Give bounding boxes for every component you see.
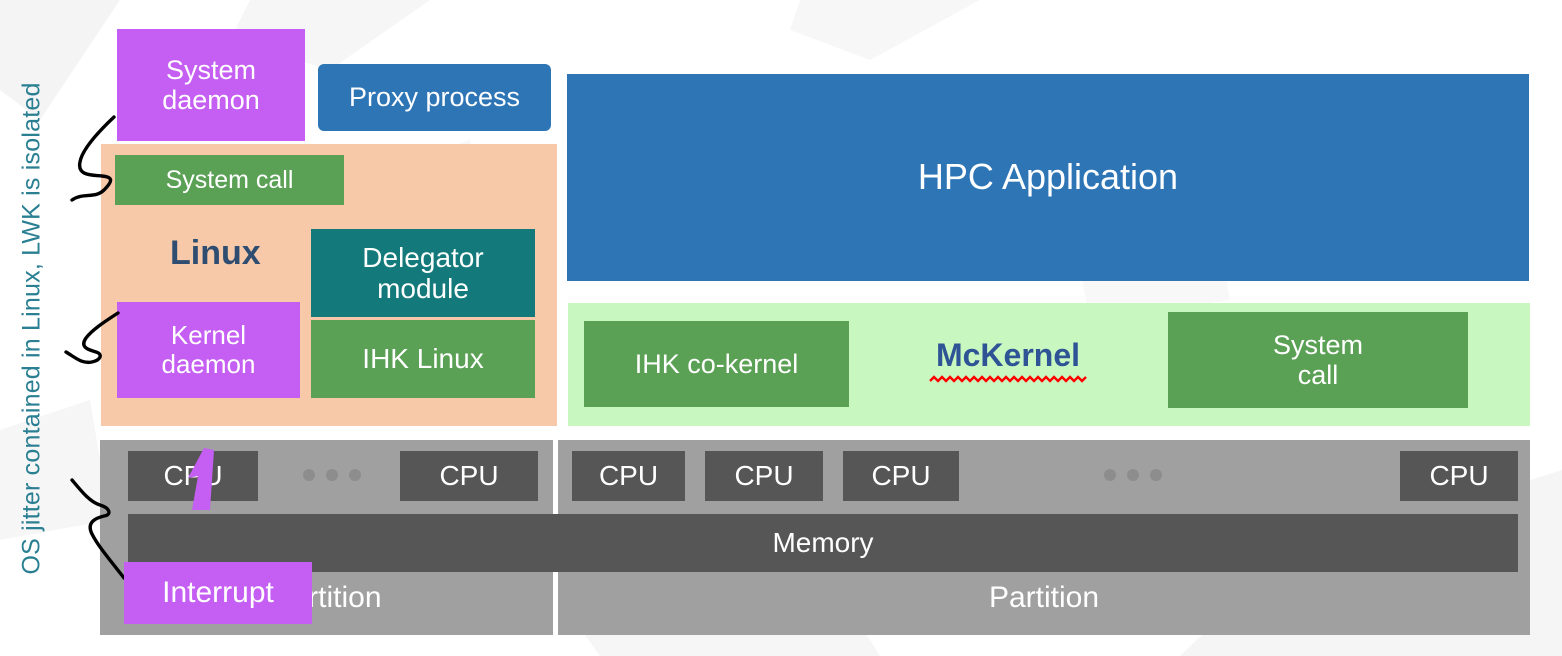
kernel-daemon-label-line2: daemon xyxy=(161,349,256,379)
delegator-module-box: Delegator module xyxy=(311,229,535,317)
cpu-label: CPU xyxy=(1429,460,1489,492)
right-partition-label-wrap: Partition xyxy=(558,572,1530,624)
kernel-daemon-box: Kernel daemon xyxy=(117,302,300,398)
system-daemon-label-line2: daemon xyxy=(162,85,260,115)
mckernel-label: McKernel xyxy=(935,337,1081,373)
delegator-module-label-line2: module xyxy=(377,273,469,304)
ihk-cokernel-box: IHK co-kernel xyxy=(584,321,849,407)
ihk-linux-box: IHK Linux xyxy=(311,320,535,398)
cpu-box: CPU xyxy=(572,451,685,501)
linux-system-call-label: System call xyxy=(165,166,294,194)
ihk-linux-label: IHK Linux xyxy=(362,343,484,375)
memory-bar: Memory xyxy=(128,514,1518,572)
partition-divider-lower xyxy=(553,572,558,635)
partition-divider xyxy=(553,440,558,502)
cpu-ellipsis-left xyxy=(303,469,361,481)
hpc-application-label: HPC Application xyxy=(917,156,1179,198)
cpu-ellipsis-right xyxy=(1104,469,1162,481)
hpc-application-box: HPC Application xyxy=(567,74,1529,281)
cpu-label: CPU xyxy=(439,460,499,492)
side-annotation: OS jitter contained in Linux, LWK is iso… xyxy=(10,0,54,656)
system-daemon-box: System daemon xyxy=(117,29,305,141)
mckernel-system-call-box: System call xyxy=(1168,312,1468,408)
kernel-daemon-label-line1: Kernel xyxy=(170,319,247,350)
interrupt-label: Interrupt xyxy=(162,576,274,609)
mckernel-label-wrap: McKernel xyxy=(918,337,1098,383)
side-annotation-text: OS jitter contained in Linux, LWK is iso… xyxy=(17,81,46,575)
mckernel-system-call-label-line2: call xyxy=(1297,360,1339,390)
interrupt-callout-bubble: Interrupt xyxy=(124,562,312,624)
interrupt-callout: Interrupt xyxy=(124,448,314,624)
cpu-label: CPU xyxy=(598,460,659,492)
cpu-label: CPU xyxy=(871,460,931,492)
cpu-box: CPU xyxy=(400,451,538,501)
spellcheck-squiggle-icon xyxy=(929,375,1087,383)
cpu-label: CPU xyxy=(734,460,794,492)
right-partition-label: Partition xyxy=(988,581,1100,615)
linux-system-call-box: System call xyxy=(115,155,344,205)
cpu-box: CPU xyxy=(705,451,823,501)
ihk-cokernel-label: IHK co-kernel xyxy=(634,348,799,379)
proxy-process-label: Proxy process xyxy=(348,82,521,113)
interrupt-callout-tail xyxy=(188,448,214,510)
delegator-module-label-line1: Delegator xyxy=(362,241,484,273)
memory-label: Memory xyxy=(772,527,874,559)
mckernel-system-call-label-line1: System xyxy=(1272,329,1364,360)
linux-panel-label: Linux xyxy=(170,234,261,272)
cpu-box: CPU xyxy=(1400,451,1518,501)
proxy-process-box: Proxy process xyxy=(318,64,551,131)
cpu-box: CPU xyxy=(843,451,959,501)
system-daemon-label-line1: System xyxy=(165,54,257,85)
